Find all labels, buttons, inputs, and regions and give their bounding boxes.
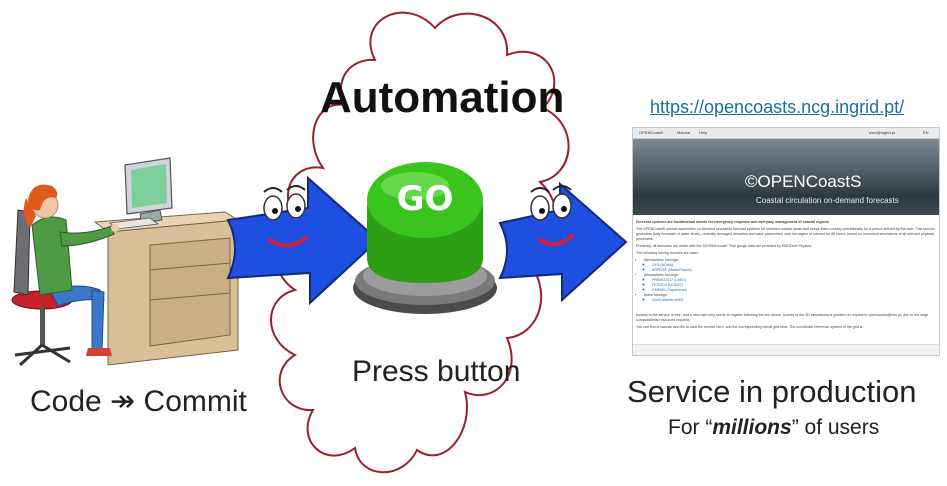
website-screenshot: OPENCoastS Manual Help user@ingrid.pt EN… <box>632 127 940 356</box>
website-nav-lang: EN <box>923 130 929 135</box>
website-footer <box>633 344 939 355</box>
website-hero-banner: ©OPENCoastS Coastal circulation on-deman… <box>633 139 939 215</box>
forcing-item: ARPEGE (MétéoFrance) <box>652 268 936 273</box>
arrow-right-icon-2 <box>498 181 628 303</box>
programmer-illustration <box>11 157 240 367</box>
forcing-group: Atmospheric forcings: <box>644 273 936 278</box>
automation-title: Automation <box>320 73 565 122</box>
forcing-item: CMEMS (Copernicus) <box>652 288 936 293</box>
code-commit-label: Code ↠ Commit <box>30 385 247 418</box>
website-paragraph-5: You can find a manual, and file to start… <box>636 325 866 329</box>
website-hero-subtitle: Coastal circulation on-demand forecasts <box>756 196 899 205</box>
sub-emphasis: millions <box>712 416 792 439</box>
website-paragraph-4: Access to the service is free, and a new… <box>636 313 929 322</box>
website-paragraph-3: The following forcing sources are used: <box>636 251 699 255</box>
millions-users-label: For “millions” of users <box>668 416 879 440</box>
website-nav-user: user@ingrid.pt <box>869 130 896 135</box>
forcing-item: GFS (NOAA) <box>652 263 936 268</box>
website-forcing-list: Atmospheric forcings: GFS (NOAA) ARPEGE … <box>636 258 936 303</box>
website-hero-title: ©OPENCoastS <box>745 172 862 191</box>
forcing-item: North Atlantic WW3 <box>652 298 936 303</box>
arrow-right-icon <box>226 175 380 306</box>
forcing-group: Atmospheric forcings: <box>644 258 936 263</box>
website-nav-item-manual: Manual <box>677 130 691 135</box>
service-url-link[interactable]: https://opencoasts.ncg.ingrid.pt/ <box>650 97 905 117</box>
website-heading: Forecast systems are fundamental assets … <box>636 220 829 224</box>
website-nav-item-help: Help <box>699 130 708 135</box>
website-navbar: OPENCoastS Manual Help user@ingrid.pt EN <box>633 128 939 139</box>
go-button-label: GO <box>397 179 454 219</box>
forcing-group: Wave forcings: <box>644 293 936 298</box>
service-production-label: Service in production <box>627 374 917 409</box>
sub-prefix: For “ <box>668 416 713 439</box>
website-paragraph-2: Presently, all forecasts are made with t… <box>636 244 812 248</box>
website-body: Forecast systems are fundamental assets … <box>636 220 936 332</box>
forcing-item: FES2014 (LEGOS) <box>652 283 936 288</box>
sub-suffix: ” of users <box>791 416 880 439</box>
website-nav-brand: OPENCoastS <box>639 130 664 135</box>
forcing-item: PREMO2017 (LNEC) <box>652 278 936 283</box>
go-button-icon: GO <box>353 162 497 314</box>
website-paragraph-1: The OPENCoastS service assembles on-dema… <box>636 227 935 241</box>
press-button-label: Press button <box>352 355 521 388</box>
